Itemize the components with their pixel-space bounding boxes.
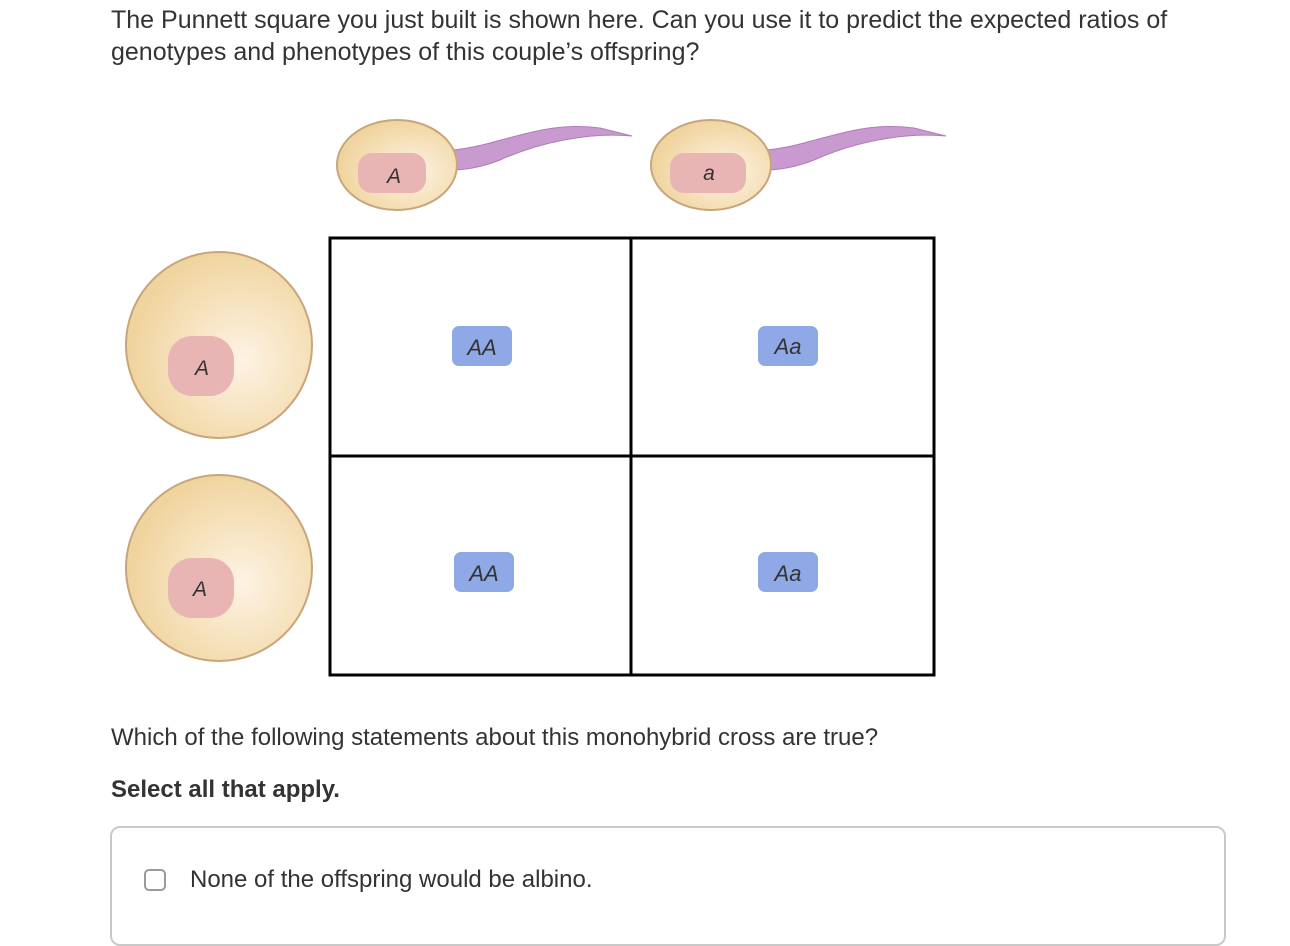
genotype-badge-r2c2: Aa: [758, 552, 818, 592]
sperm-nucleus: [358, 153, 426, 193]
sperm-allele-label: a: [703, 162, 715, 185]
sperm-tail: [451, 126, 633, 171]
egg-nucleus: [168, 336, 234, 396]
intro-text: The Punnett square you just built is sho…: [111, 6, 1168, 66]
egg-allele-label: A: [193, 357, 209, 380]
svg-text:Aa: Aa: [773, 334, 802, 359]
sperm-tail: [765, 126, 947, 171]
svg-text:AA: AA: [467, 561, 498, 586]
instruction-text: Select all that apply.: [111, 776, 340, 803]
answer-options-panel: None of the offspring would be albino.: [110, 826, 1226, 946]
option-none-albino[interactable]: None of the offspring would be albino.: [144, 864, 593, 896]
sperm-cell-2: a: [650, 119, 947, 211]
sperm-allele-label: A: [385, 165, 401, 188]
option-label: None of the offspring would be albino.: [190, 866, 593, 893]
genotype-badge-r2c1: AA: [454, 552, 514, 592]
egg-cell-1: A: [125, 251, 313, 439]
egg-allele-label: A: [191, 578, 207, 601]
sperm-cell-1: A: [336, 119, 633, 211]
svg-text:Aa: Aa: [773, 561, 802, 586]
egg-nucleus: [168, 558, 234, 618]
checkbox[interactable]: [144, 869, 166, 891]
genotype-badge-r1c1: AA: [452, 326, 512, 366]
question-text: Which of the following statements about …: [111, 724, 879, 751]
sperm-nucleus: [670, 153, 746, 193]
egg-cell-2: A: [125, 474, 313, 662]
punnett-square-figure: A a A A AA: [125, 119, 947, 677]
punnett-grid: [328, 236, 936, 677]
svg-text:AA: AA: [465, 335, 496, 360]
genotype-badge-r1c2: Aa: [758, 326, 818, 366]
